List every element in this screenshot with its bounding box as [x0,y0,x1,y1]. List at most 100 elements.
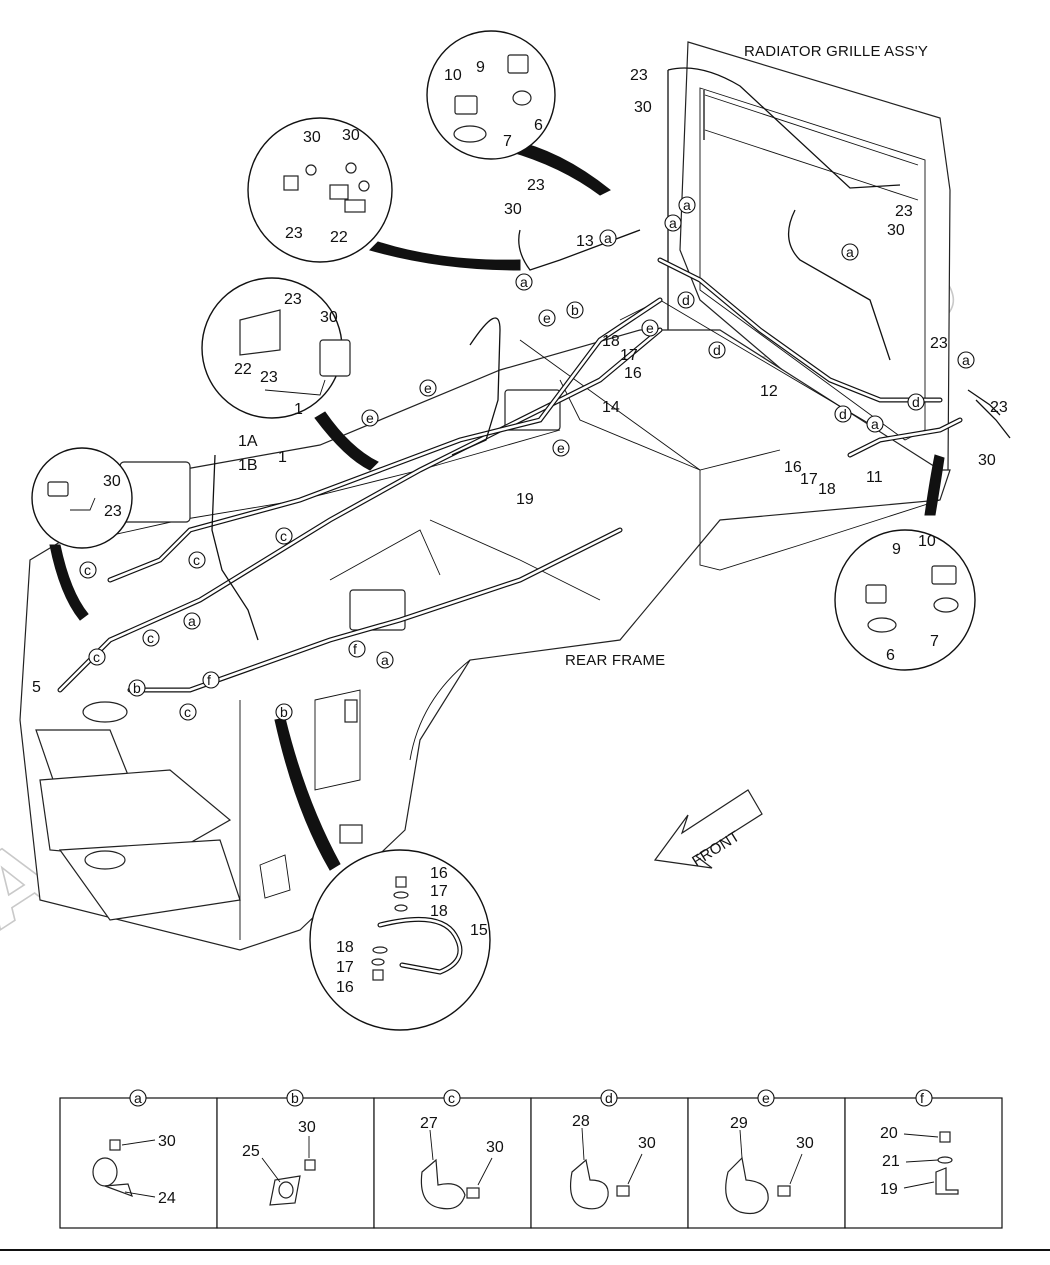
clamp-markers: a a a a a a a a a b b b c c c c c c d d … [79,196,975,721]
marker-a: a [515,273,533,291]
callout-19: 19 [516,491,534,508]
svg-text:c: c [184,704,191,720]
svg-text:a: a [962,352,970,368]
marker-c: c [275,527,293,545]
radiator-title: RADIATOR GRILLE ASS'Y [744,43,928,60]
table-header-f: f [915,1089,933,1107]
callout-23-f: 23 [527,177,545,194]
marker-a: a [376,651,394,669]
svg-text:c: c [448,1090,455,1106]
callout-17-a: 17 [620,347,638,364]
svg-text:a: a [871,416,879,432]
svg-text:f: f [353,641,357,657]
svg-text:e: e [646,320,654,336]
svg-text:a: a [604,230,612,246]
callout-17-d: 17 [336,959,354,976]
marker-e: e [641,319,659,337]
marker-d: d [834,405,852,423]
table-e-part2: 30 [796,1135,814,1152]
marker-e: e [538,309,556,327]
marker-a: a [678,196,696,214]
callout-30-d: 30 [103,473,121,490]
svg-text:d: d [912,394,920,410]
marker-f: f [348,640,366,658]
callout-23-a: 23 [285,225,303,242]
marker-e: e [361,409,379,427]
svg-text:a: a [381,652,389,668]
marker-a: a [841,243,859,261]
callout-22-b: 22 [234,361,252,378]
callout-7: 7 [503,133,512,150]
marker-a: a [183,612,201,630]
callout-18-d: 18 [336,939,354,956]
callout-30-e: 30 [634,99,652,116]
harness-lines [57,229,1011,693]
svg-text:a: a [846,244,854,260]
svg-text:e: e [557,440,565,456]
detail-circle-clips [247,117,521,271]
callout-30-f: 30 [504,201,522,218]
callout-23-h: 23 [930,335,948,352]
svg-text:e: e [543,310,551,326]
svg-text:d: d [839,406,847,422]
table-d-part1: 28 [572,1113,590,1130]
marker-a: a [866,415,884,433]
svg-text:c: c [93,649,100,665]
table-header-c: c [443,1089,461,1107]
table-e-part1: 29 [730,1115,748,1132]
callout-23-g: 23 [895,203,913,220]
svg-text:e: e [366,410,374,426]
svg-text:a: a [188,613,196,629]
callout-11: 11 [866,469,883,486]
rear-frame [19,299,951,951]
callout-30-b: 30 [342,127,360,144]
callout-30-g: 30 [887,222,905,239]
table-header-d: d [600,1089,618,1107]
svg-text:a: a [683,197,691,213]
callout-18-c: 18 [430,903,448,920]
svg-text:b: b [133,680,141,696]
svg-text:b: b [280,704,288,720]
callout-30-a: 30 [303,129,321,146]
table-a-part1: 30 [158,1133,176,1150]
callout-16-d: 16 [336,979,354,996]
callout-7-b: 7 [930,633,939,650]
callout-10: 10 [444,67,462,84]
svg-text:c: c [84,562,91,578]
table-header-b: b [286,1089,304,1107]
table-b-part2: 30 [298,1119,316,1136]
callout-23-d: 23 [104,503,122,520]
callout-6: 6 [534,117,543,134]
table-f-part3: 19 [880,1181,898,1198]
callout-12: 12 [760,383,778,400]
marker-c: c [179,703,197,721]
marker-c: c [142,629,160,647]
callout-9: 9 [476,59,485,76]
table-a-part2: 24 [158,1190,176,1207]
callout-17-b: 17 [800,471,818,488]
front-arrow: FRONT [653,789,763,870]
svg-text:a: a [669,215,677,231]
marker-d: d [907,393,925,411]
callout-16-a: 16 [624,365,642,382]
marker-a: a [664,214,682,232]
callout-30-h: 30 [978,452,996,469]
svg-text:d: d [605,1090,613,1106]
callout-1A: 1A [238,433,258,450]
detail-circle-connector-left [31,447,133,621]
callout-23-c: 23 [260,369,278,386]
callout-17-c: 17 [430,883,448,900]
detail-circle-hose [274,717,491,1031]
callout-22-a: 22 [330,229,348,246]
svg-text:e: e [424,380,432,396]
svg-text:e: e [762,1090,770,1106]
marker-f: f [202,671,220,689]
svg-text:c: c [147,630,154,646]
callout-15: 15 [470,922,488,939]
detail-circle-connectors-right [834,454,976,671]
callout-13: 13 [576,233,594,250]
callouts: 9 10 6 7 30 30 23 22 23 30 22 23 1 1A 1B… [32,59,1008,996]
callout-5: 5 [32,679,41,696]
marker-b: b [275,703,293,721]
